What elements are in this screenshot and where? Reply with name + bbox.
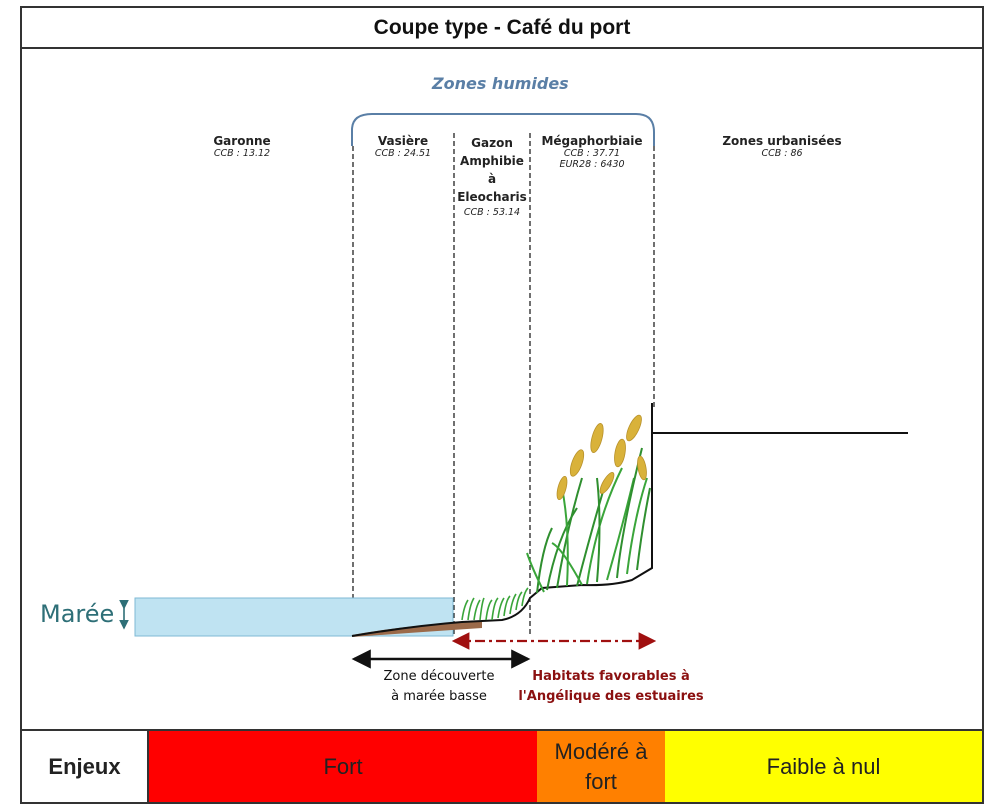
ground-profile bbox=[351, 432, 908, 637]
habitats-line1: Habitats favorables à bbox=[532, 669, 690, 684]
zone-gazon-name-line4: Eleocharis bbox=[457, 190, 527, 204]
zone-megaphorbiaie-code: CCB : 37.71 bbox=[563, 148, 621, 159]
zone-gazon-name-line2: Amphibie bbox=[460, 154, 524, 168]
zones-humides-bracket bbox=[351, 113, 655, 146]
diagram-frame: Coupe type - Café du port bbox=[20, 6, 984, 804]
diagram-title: Coupe type - Café du port bbox=[22, 8, 982, 49]
zone-urbanisees-code: CCB : 86 bbox=[761, 148, 803, 159]
zone-urbanisees-name: Zones urbanisées bbox=[722, 134, 842, 148]
zone-decouverte-line1: Zone découverte bbox=[383, 669, 495, 684]
zone-urbanisees: Zones urbanisées CCB : 86 bbox=[712, 134, 852, 159]
zone-megaphorbiaie-name: Mégaphorbiaie bbox=[541, 134, 643, 148]
habitats-line2: l'Angélique des estuaires bbox=[518, 689, 704, 704]
zone-megaphorbiaie: Mégaphorbiaie CCB : 37.71 EUR28 : 6430 bbox=[530, 134, 654, 170]
zone-vasiere-code: CCB : 24.51 bbox=[374, 148, 432, 159]
zone-gazon-name-line3: à bbox=[487, 172, 497, 186]
zone-gazon: Gazon Amphibie à Eleocharis CCB : 53.14 bbox=[452, 134, 532, 220]
zone-gazon-name-line1: Gazon bbox=[471, 136, 513, 150]
zone-vasiere-name: Vasière bbox=[377, 134, 429, 148]
gazon-grass bbox=[461, 587, 529, 621]
zone-vasiere: Vasière CCB : 24.51 bbox=[355, 134, 451, 159]
reed-panicles bbox=[556, 414, 647, 501]
megaphorbiaie-reeds bbox=[526, 447, 651, 594]
zones-humides-label: Zones humides bbox=[432, 74, 569, 93]
maree-label: Marée bbox=[40, 600, 115, 628]
enjeux-level-modere: Modéré à fort bbox=[537, 731, 665, 802]
enjeux-level-faible: Faible à nul bbox=[665, 731, 982, 802]
cross-section-drawing bbox=[119, 113, 908, 669]
zone-garonne: Garonne CCB : 13.12 bbox=[192, 134, 292, 159]
zone-garonne-code: CCB : 13.12 bbox=[213, 148, 271, 159]
mudflat bbox=[352, 621, 482, 637]
zone-decouverte-label: Zone découverte à marée basse bbox=[364, 667, 514, 707]
zone-decouverte-line2: à marée basse bbox=[391, 689, 487, 704]
enjeux-level-modere-line1: Modéré à bbox=[554, 738, 648, 764]
enjeux-level-modere-line2: fort bbox=[585, 768, 617, 794]
zone-garonne-name: Garonne bbox=[213, 134, 271, 148]
habitats-label: Habitats favorables à l'Angélique des es… bbox=[506, 667, 716, 707]
enjeux-label: Enjeux bbox=[22, 731, 149, 802]
enjeux-level-fort: Fort bbox=[149, 731, 537, 802]
zone-megaphorbiaie-code2: EUR28 : 6430 bbox=[559, 159, 625, 170]
enjeux-bar: Enjeux Fort Modéré à fort Faible à nul bbox=[22, 729, 982, 802]
zone-gazon-code: CCB : 53.14 bbox=[463, 207, 521, 218]
